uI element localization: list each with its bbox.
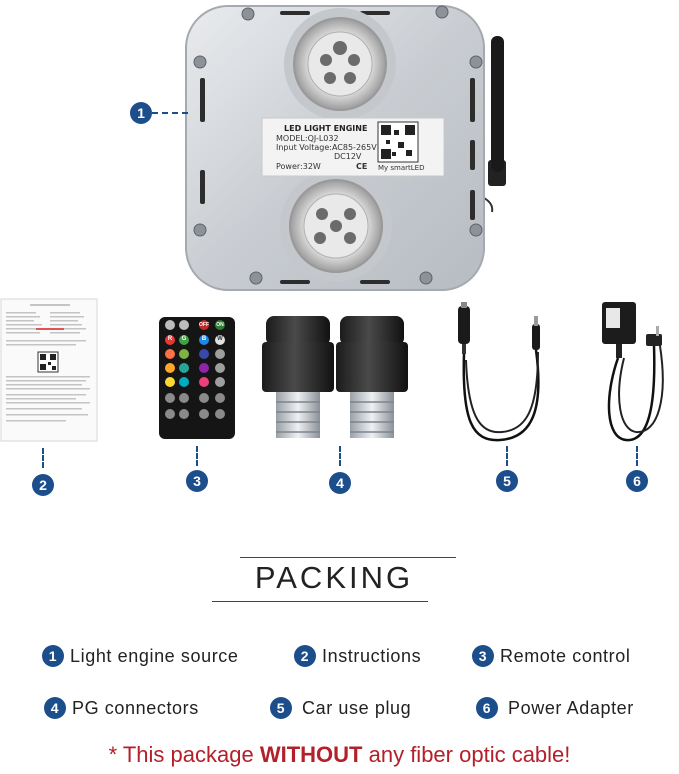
legend-label: Car use plug <box>302 697 412 718</box>
legend-item-car-plug: 5 Car use plug <box>270 697 411 719</box>
marker-1: 1 <box>130 102 152 124</box>
legend-number: 3 <box>472 645 494 667</box>
engine-label-ce: CE <box>356 162 368 171</box>
engine-label-power: Power:32W <box>276 162 321 171</box>
remote-button-b: B <box>201 336 207 342</box>
marker-3-leader <box>196 446 198 466</box>
engine-label-app: My smartLED <box>378 164 425 172</box>
marker-5-leader <box>506 446 508 466</box>
marker-6-leader <box>636 446 638 466</box>
marker-4: 4 <box>329 472 351 494</box>
legend-number: 6 <box>476 697 498 719</box>
legend-number: 1 <box>42 645 64 667</box>
legend-label: PG connectors <box>72 697 199 718</box>
legend-label: Remote control <box>500 645 631 666</box>
packing-rule-top <box>240 557 456 558</box>
remote-button-off: OFF <box>199 322 209 328</box>
remote-button-g: G <box>181 336 187 342</box>
marker-2: 2 <box>32 474 54 496</box>
legend-number: 2 <box>294 645 316 667</box>
engine-label-dc: DC12V <box>334 152 362 161</box>
engine-label-voltage: Input Voltage:AC85-265V <box>276 143 377 152</box>
warning-emphasis: WITHOUT <box>259 742 363 767</box>
light-engine-image <box>185 5 506 291</box>
legend-number: 5 <box>270 697 292 719</box>
marker-3: 3 <box>186 470 208 492</box>
car-plug-image <box>458 302 540 442</box>
legend-label: Instructions <box>322 645 422 666</box>
legend-item-power-adapter: 6 Power Adapter <box>476 697 634 719</box>
remote-button-on: ON <box>216 322 224 328</box>
packing-title: PACKING <box>254 560 414 595</box>
marker-2-leader <box>42 448 44 468</box>
warning-prefix: * This package <box>108 742 260 767</box>
legend-item-instructions: 2 Instructions <box>294 645 421 667</box>
legend-item-remote: 3 Remote control <box>472 645 630 667</box>
legend-label: Power Adapter <box>508 697 634 718</box>
engine-label-title: LED LIGHT ENGINE <box>284 124 368 133</box>
no-fiber-warning: * This package WITHOUT any fiber optic c… <box>0 742 679 768</box>
marker-4-leader <box>339 446 341 466</box>
legend-label: Light engine source <box>70 645 239 666</box>
marker-1-leader <box>152 112 188 114</box>
instructions-sheet-image <box>0 298 98 442</box>
legend-number: 4 <box>44 697 66 719</box>
remote-button-w: W <box>217 336 223 342</box>
pg-connectors-image <box>262 316 408 438</box>
remote-button-r: R <box>167 336 173 342</box>
power-adapter-image <box>602 302 664 442</box>
marker-5: 5 <box>496 470 518 492</box>
packing-rule-bottom <box>212 601 428 602</box>
marker-6: 6 <box>626 470 648 492</box>
warning-suffix: any fiber optic cable! <box>362 742 571 767</box>
legend-item-pg-connectors: 4 PG connectors <box>44 697 199 719</box>
remote-control-image <box>159 317 235 439</box>
legend-item-light-engine: 1 Light engine source <box>42 645 239 667</box>
engine-label-model: MODEL:QJ-L032 <box>276 134 339 143</box>
